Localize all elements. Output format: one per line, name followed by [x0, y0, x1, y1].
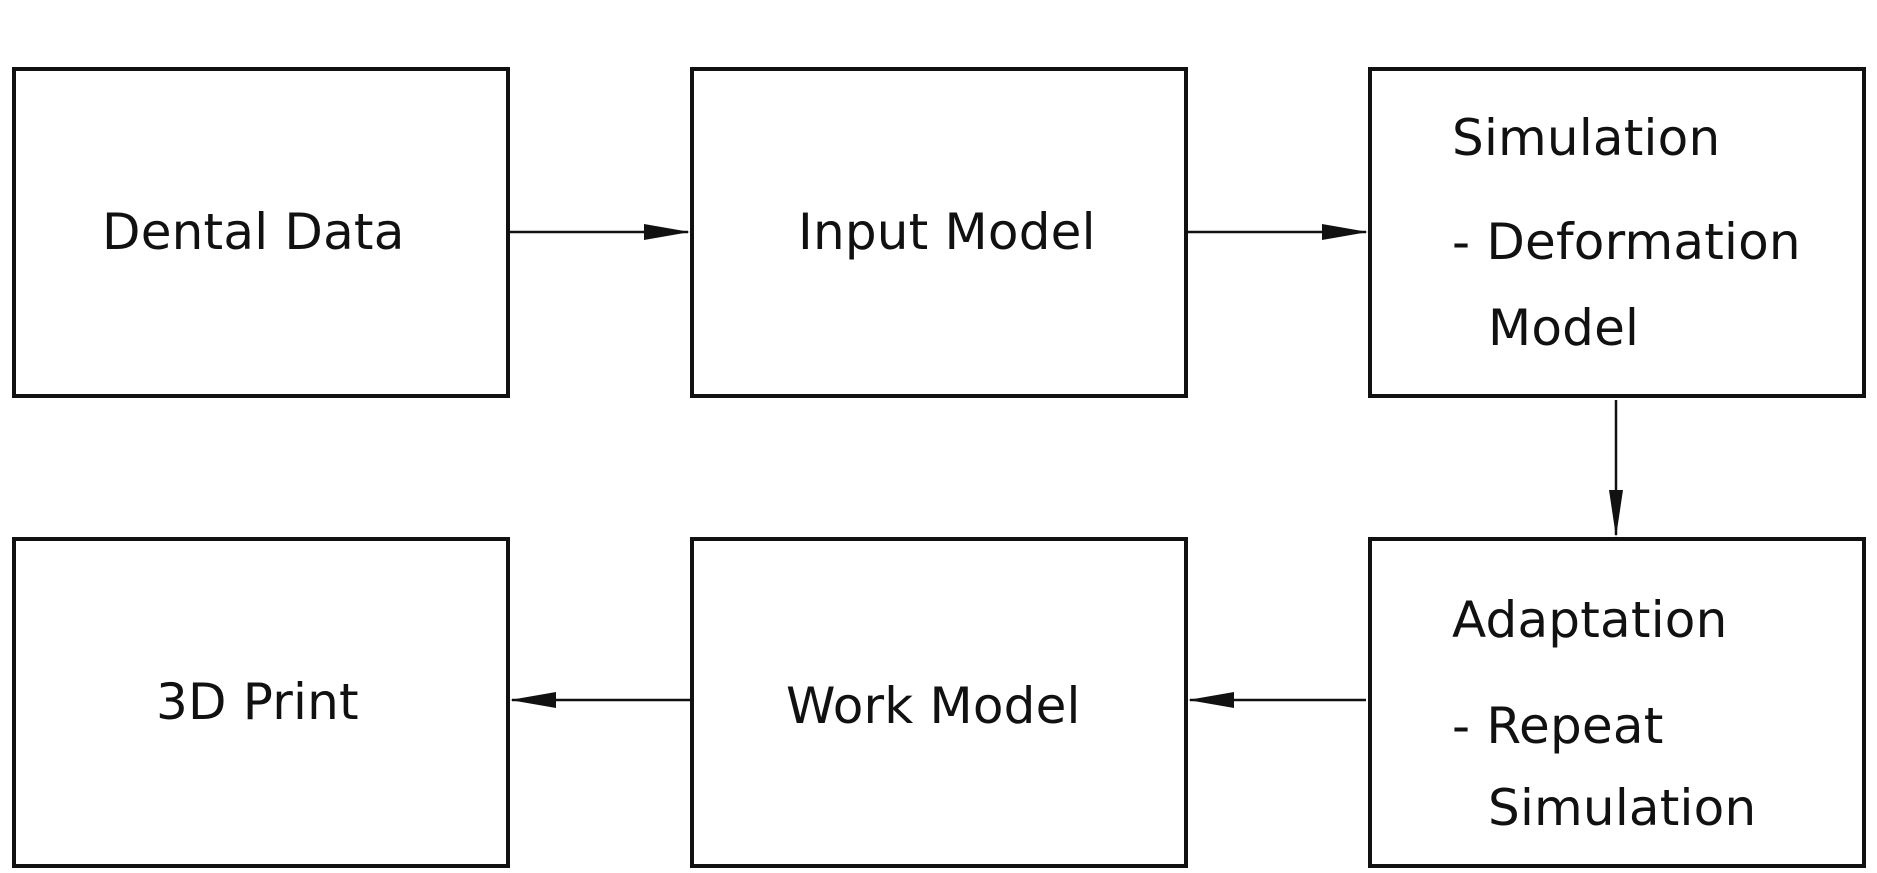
node-adaptation-title: Adaptation — [1452, 595, 1727, 645]
arrowhead-dental-data-to-input-model — [644, 224, 690, 240]
node-work-model: Work Model — [690, 537, 1188, 868]
node-simulation-detail-line2: Model — [1488, 303, 1639, 353]
node-input-model-label: Input Model — [798, 207, 1096, 257]
arrowhead-simulation-to-adaptation — [1609, 490, 1623, 537]
node-adaptation: Adaptation - Repeat Simulation — [1368, 537, 1866, 868]
node-work-model-label: Work Model — [786, 681, 1081, 731]
node-input-model: Input Model — [690, 67, 1188, 398]
node-adaptation-detail-line1: - Repeat — [1452, 701, 1664, 751]
node-dental-data-label: Dental Data — [102, 207, 405, 257]
node-3d-print: 3D Print — [12, 537, 510, 868]
node-simulation-title: Simulation — [1452, 113, 1720, 163]
node-dental-data: Dental Data — [12, 67, 510, 398]
node-adaptation-detail-line2: Simulation — [1488, 783, 1756, 833]
node-simulation: Simulation - Deformation Model — [1368, 67, 1866, 398]
node-3d-print-label: 3D Print — [156, 677, 359, 727]
arrowhead-adaptation-to-work-model — [1188, 692, 1234, 708]
arrowhead-input-model-to-simulation — [1322, 224, 1368, 240]
arrowhead-work-model-to-3d-print — [510, 692, 556, 708]
node-simulation-detail-line1: - Deformation — [1452, 217, 1801, 267]
